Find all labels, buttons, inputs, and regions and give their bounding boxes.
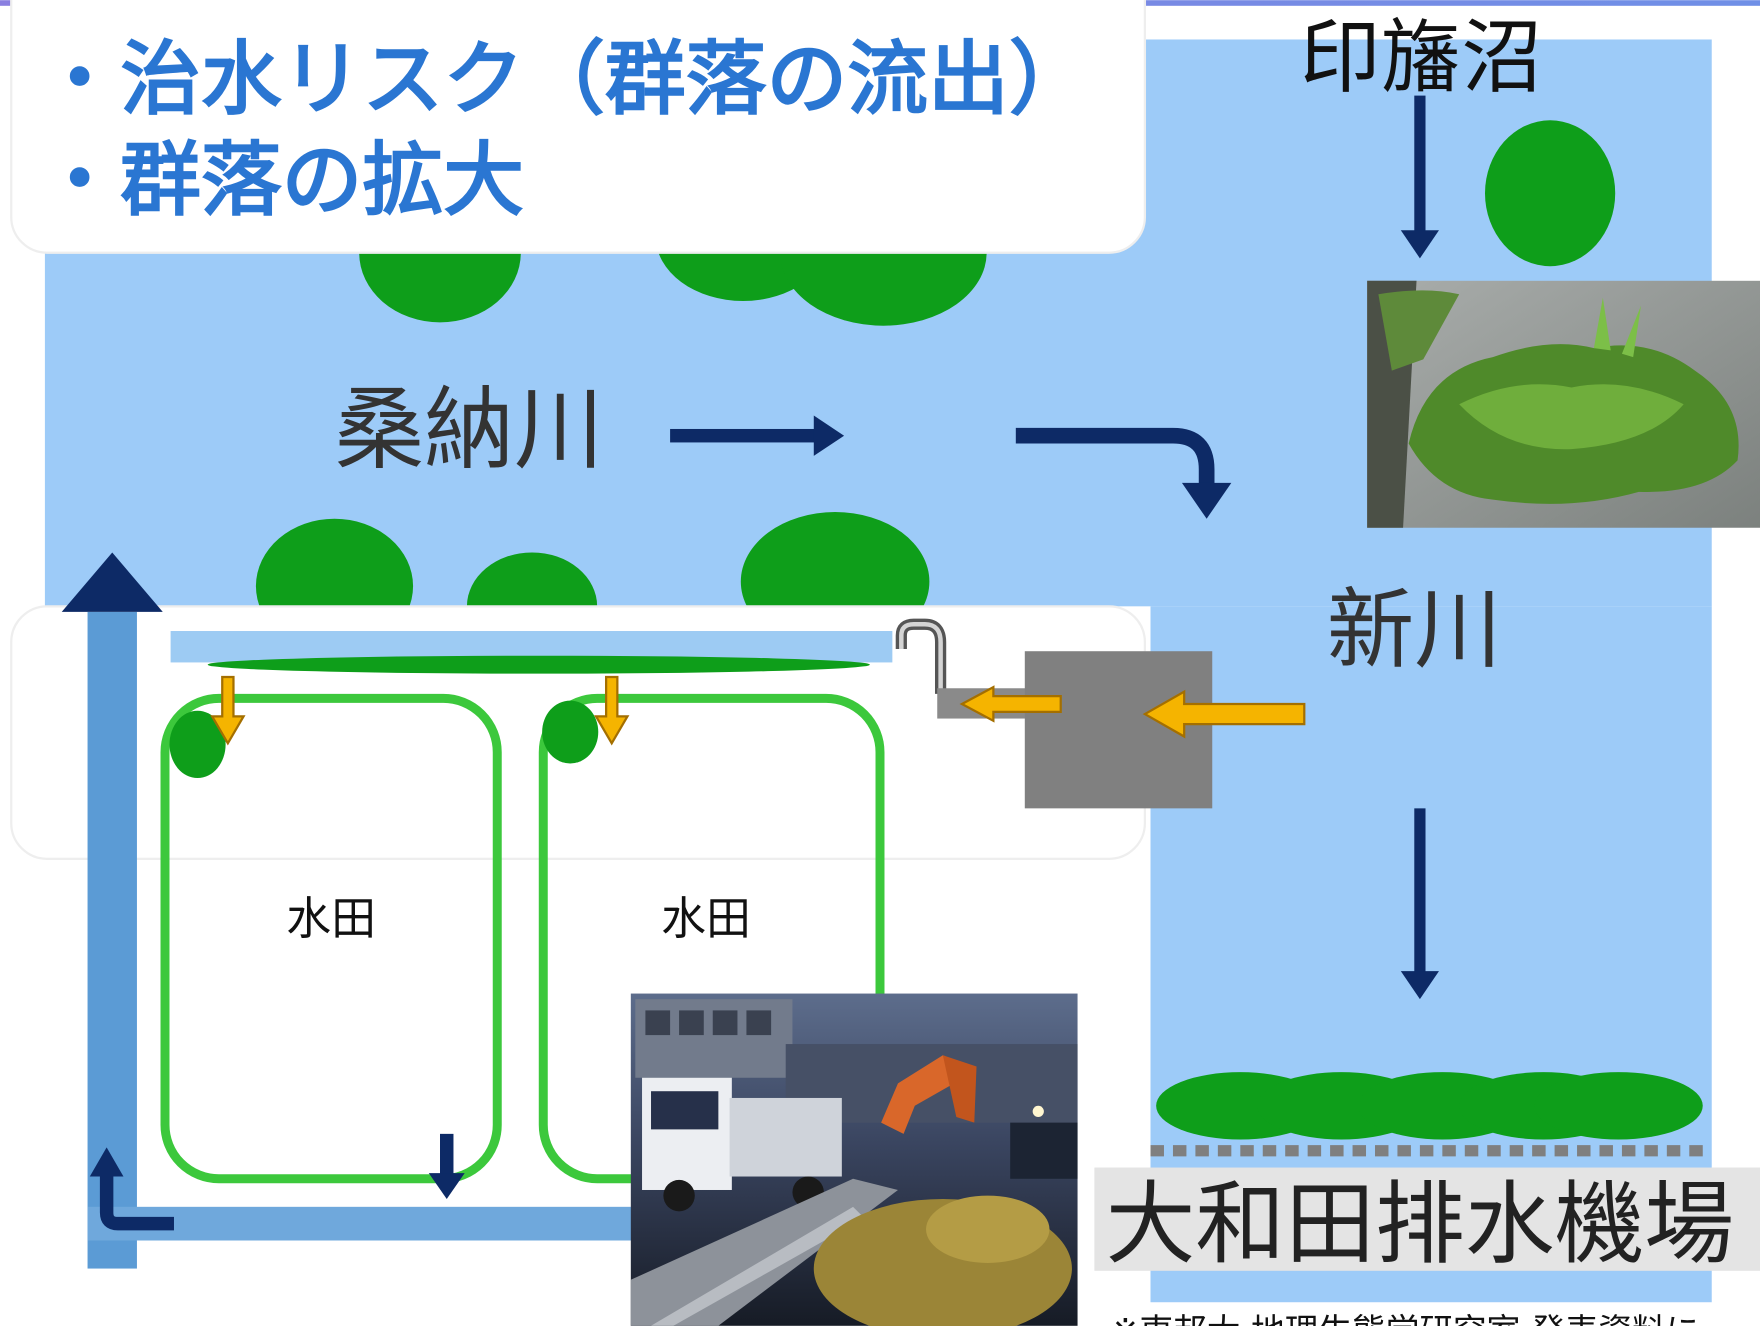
plant-colony [169, 710, 226, 779]
intake-arrow-left-icon [1142, 689, 1306, 739]
label-kuwano-river: 桑納川 [334, 378, 603, 482]
flow-arrow-right-icon [670, 415, 845, 456]
paddy-field-left [160, 693, 502, 1184]
paddy-label-left: 水田 [286, 892, 376, 945]
drain-arrow-up-icon [61, 552, 163, 612]
flow-arrow-down-icon [1400, 808, 1439, 1000]
plant-colony-strip [207, 655, 870, 674]
excavation-work-photo [630, 993, 1078, 1326]
flow-arrow-turn-down-icon [1015, 427, 1232, 519]
heading-line-colony-expansion: ・群落の拡大 [39, 134, 524, 228]
plant-colony [1485, 120, 1616, 267]
pumping-station-label-bg [1094, 1167, 1760, 1271]
source-footnote: ※東邦大 地理生態学研究室 発表資料に [1111, 1312, 1699, 1326]
intake-arrow-left-icon [959, 685, 1062, 723]
label-owada-pumping-station: 大和田排水機場 [1106, 1173, 1734, 1277]
drain-arrow-turn-up-icon [89, 1147, 174, 1231]
plant-colony [542, 700, 599, 764]
outflow-arrow-down-icon [428, 1133, 465, 1199]
label-shinkawa: 新川 [1327, 579, 1502, 681]
drain-channel-horizontal [87, 1206, 640, 1241]
grass-colony-photo [1367, 280, 1760, 528]
inflow-arrow-down-icon [594, 675, 630, 746]
inflow-arrow-down-icon [210, 675, 246, 746]
heading-panel [10, 0, 1147, 254]
plant-colony [1534, 1072, 1703, 1140]
flow-arrow-down-icon [1400, 95, 1439, 259]
paddy-label-right: 水田 [661, 892, 751, 945]
heading-line-flood-risk: ・治水リスク（群落の流出） [39, 33, 1089, 127]
label-inba-numa: 印旛沼 [1300, 12, 1542, 106]
intake-pipe-icon [895, 618, 947, 694]
